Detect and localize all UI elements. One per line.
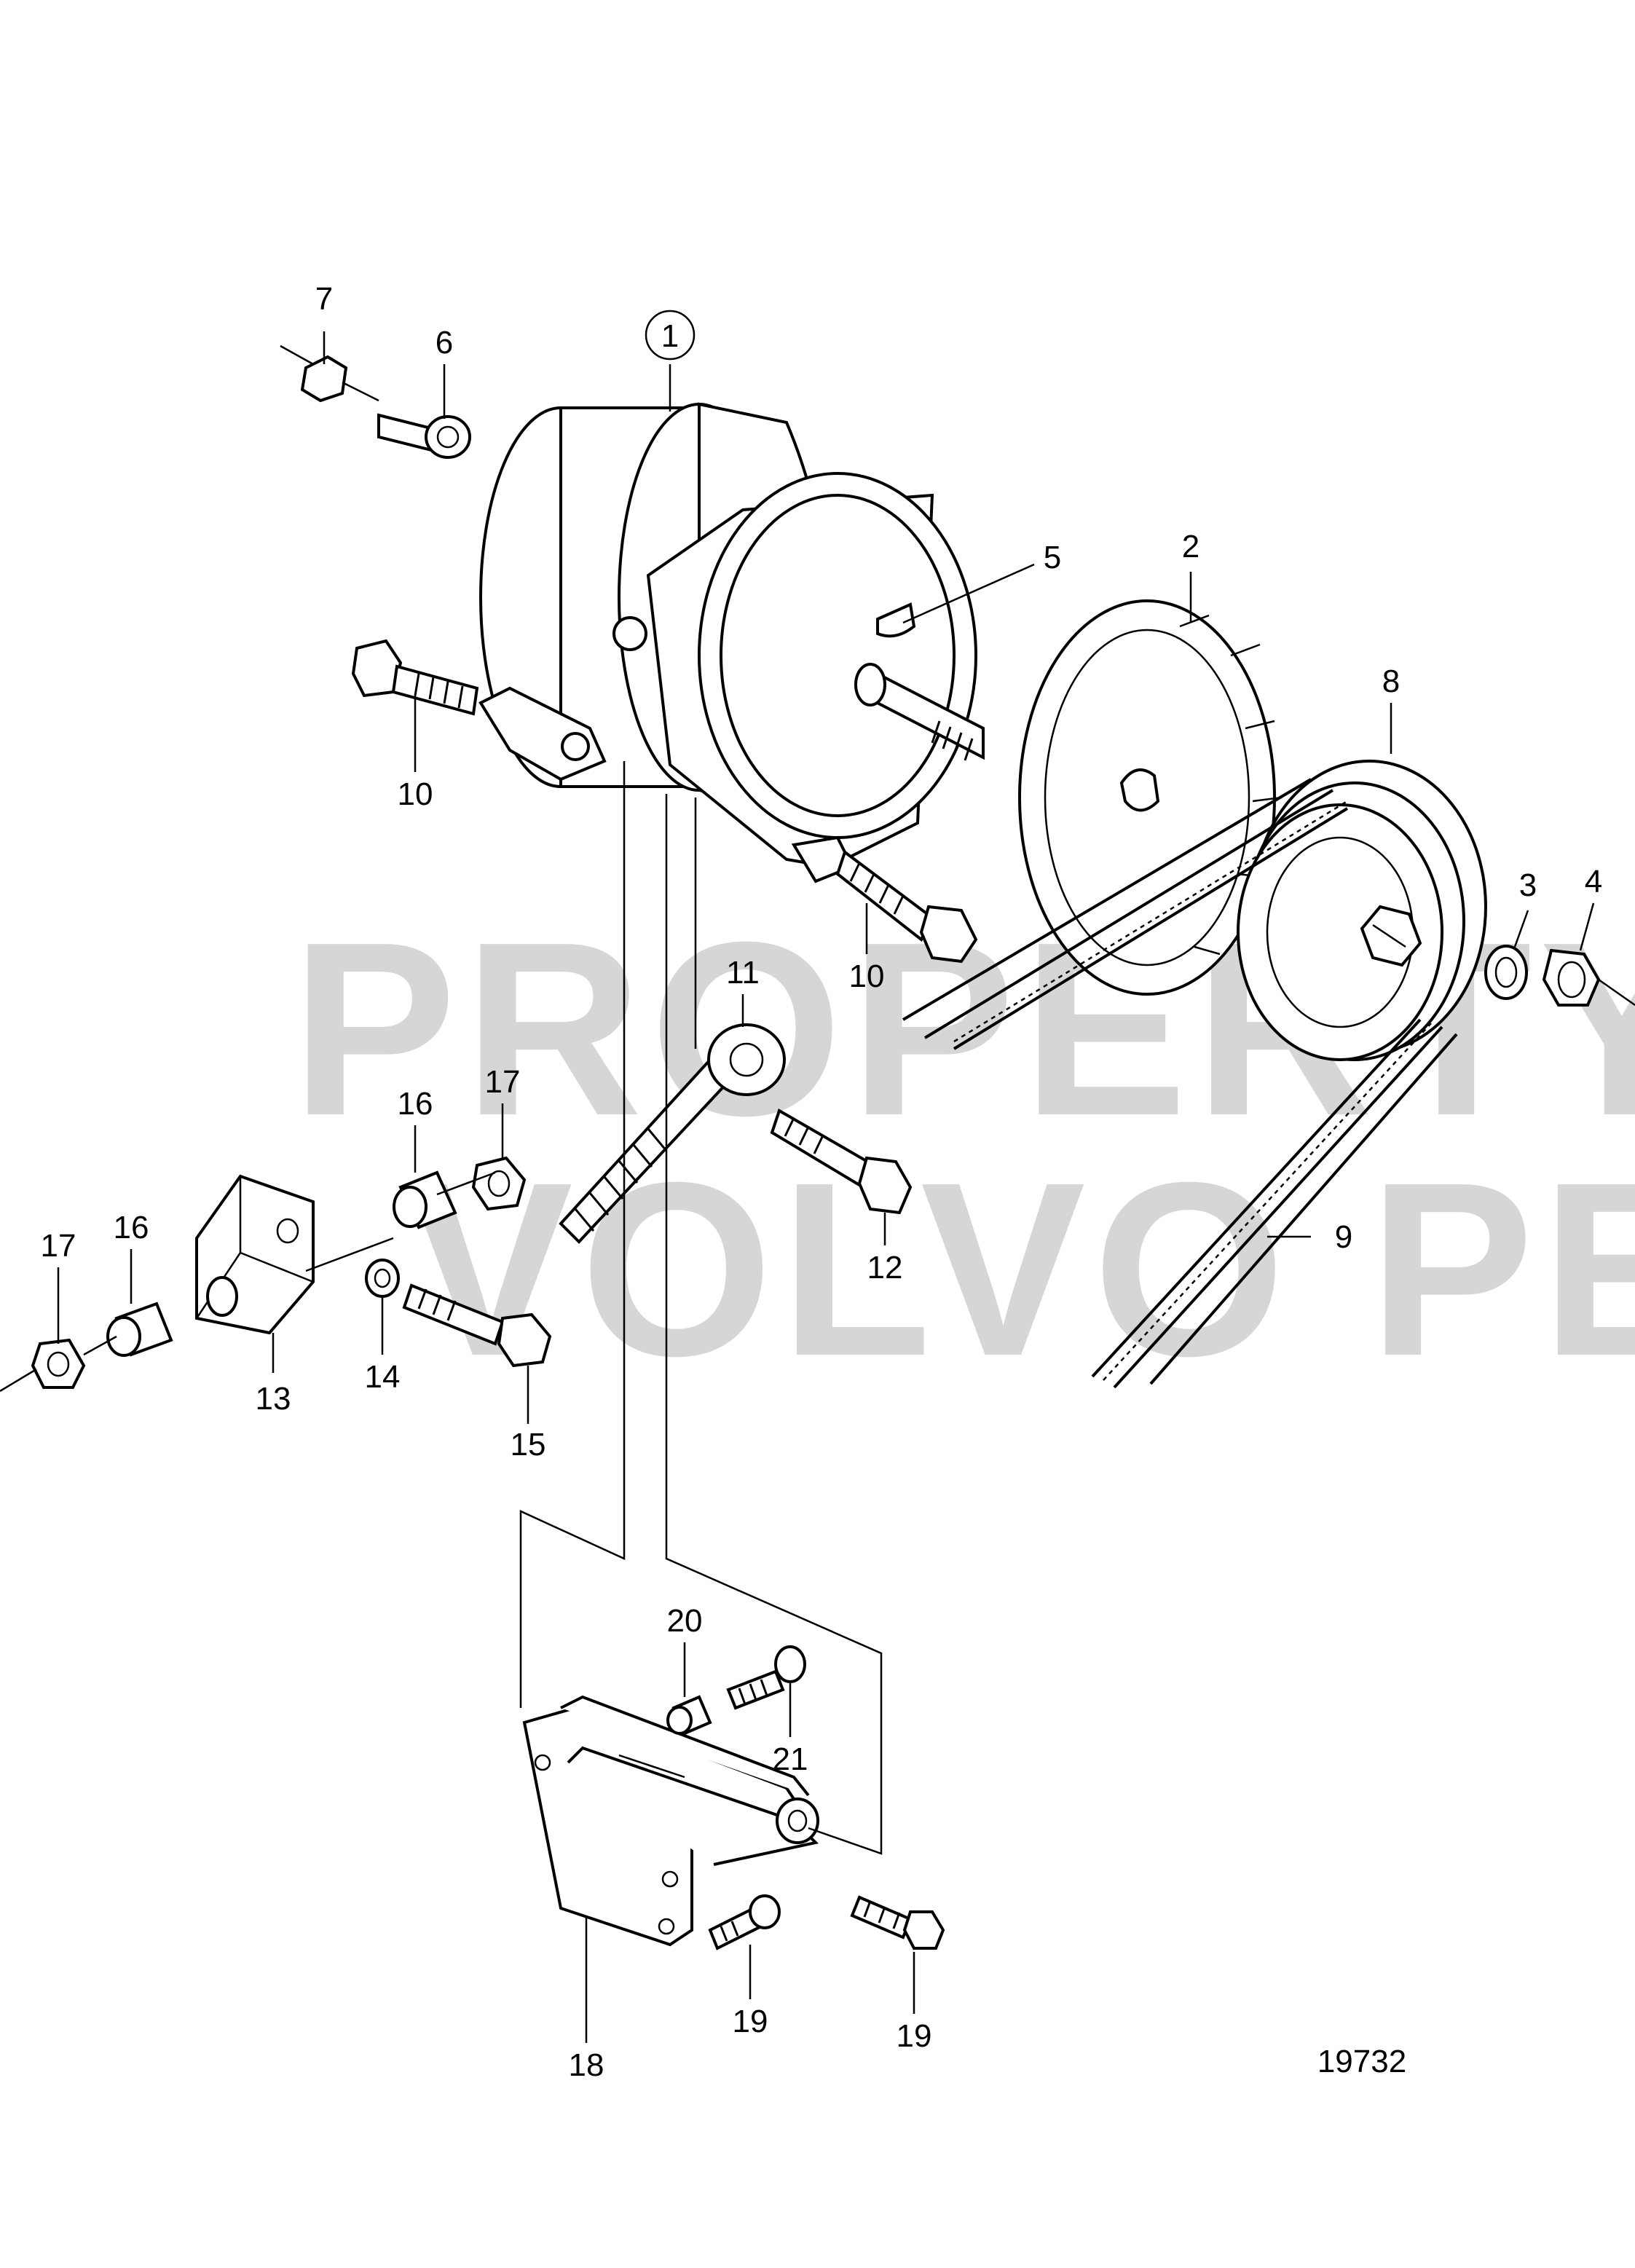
callout-3: 3 [1519, 867, 1537, 903]
callout-11: 11 [726, 955, 760, 991]
callout-15: 15 [511, 1427, 546, 1462]
screw-21 [726, 1645, 806, 1710]
callout-17-right: 17 [485, 1064, 521, 1100]
drawing-number: 19732 [1317, 2044, 1406, 2079]
washer-14 [365, 1259, 400, 1298]
callout-18: 18 [569, 2047, 604, 2083]
fan [1018, 599, 1283, 996]
callout-21: 21 [773, 1741, 808, 1777]
mounting-bracket-18 [522, 1695, 819, 1947]
callout-12: 12 [867, 1250, 903, 1285]
assembly-lines [83, 761, 883, 1855]
callout-8: 8 [1382, 664, 1400, 699]
nut-17-right [471, 1156, 527, 1211]
callout-14: 14 [365, 1359, 401, 1395]
watermark-line-2: VOLVO PENTA [408, 1131, 1635, 1408]
pulley [1237, 760, 1487, 1061]
callout-10-upper: 10 [398, 776, 433, 812]
bolt-10-lower [835, 849, 978, 964]
callout-6: 6 [436, 325, 453, 361]
callout-7: 7 [315, 281, 333, 317]
nut-4 [1542, 948, 1635, 1007]
callout-2: 2 [1182, 529, 1199, 564]
bolt-19-right [850, 1895, 945, 1950]
spacer-16-left [106, 1302, 173, 1357]
terminal-6 [377, 413, 471, 459]
washer-3 [1484, 945, 1528, 1000]
callout-16-right: 16 [398, 1086, 433, 1122]
callout-16-left: 16 [114, 1210, 149, 1245]
callout-17-left: 17 [41, 1228, 76, 1264]
bolt-10-upper [351, 639, 479, 716]
callout-19-right: 19 [897, 2018, 932, 2054]
nut-17-left [0, 1338, 86, 1393]
bolt-12 [770, 1109, 913, 1215]
alternator [478, 402, 985, 883]
callout-1: 1 [661, 318, 679, 354]
callout-9: 9 [1335, 1219, 1352, 1255]
bolt-19-left [708, 1894, 781, 1950]
callout-5: 5 [1044, 540, 1061, 575]
callouts: 1 2 3 4 5 6 7 8 9 10 10 11 12 13 14 15 1… [41, 281, 1603, 2083]
leader-lines [57, 331, 1595, 2043]
callout-19-left: 19 [733, 2004, 768, 2039]
bracket-block-13 [195, 1174, 315, 1335]
callout-20: 20 [667, 1603, 703, 1639]
terminal-nut-7 [280, 344, 379, 403]
callout-13: 13 [256, 1381, 291, 1417]
belt [902, 778, 1458, 1389]
bolt-15 [402, 1283, 552, 1368]
spacer-16-right [393, 1170, 457, 1229]
spacer-20 [666, 1695, 712, 1736]
callout-10-lower: 10 [849, 958, 885, 994]
adjusting-rod-11 [559, 1023, 786, 1244]
callout-circle-1 [645, 310, 696, 361]
callout-4: 4 [1585, 864, 1602, 899]
